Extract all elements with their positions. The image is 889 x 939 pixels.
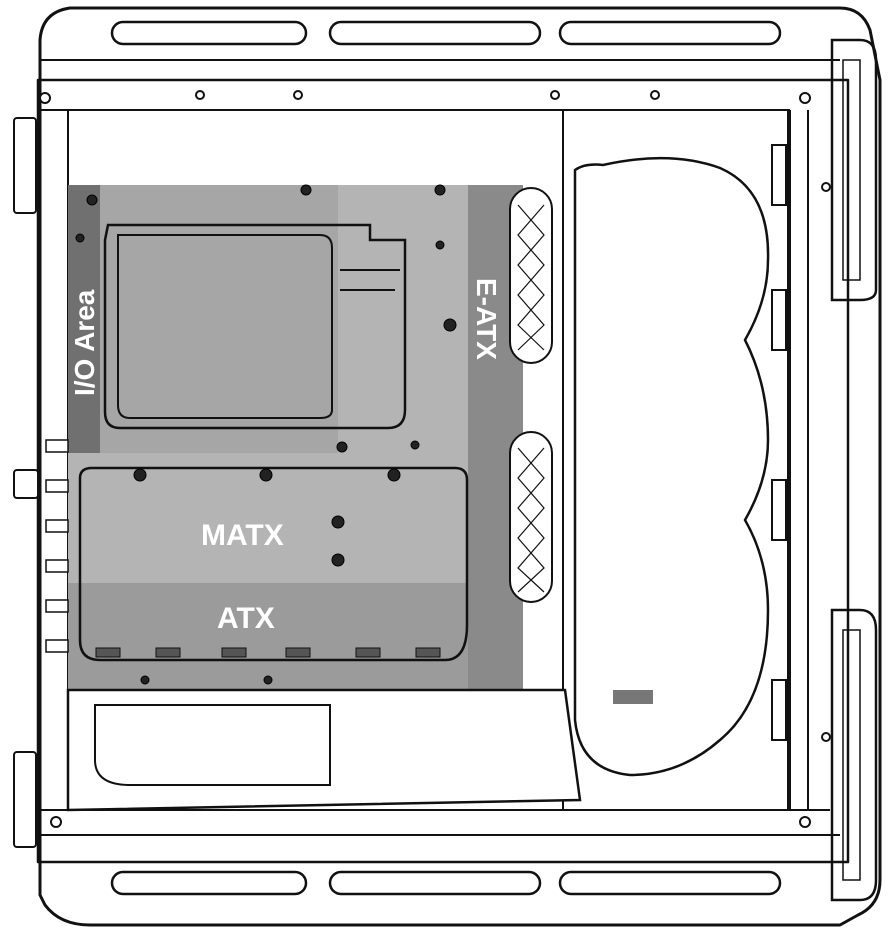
tray-slots bbox=[95, 647, 441, 658]
bottom-vent-slots bbox=[110, 870, 782, 896]
front-panel bbox=[830, 38, 878, 902]
fan-grille bbox=[613, 690, 653, 704]
label-atx: ATX bbox=[217, 602, 275, 635]
standoffs bbox=[75, 184, 457, 685]
zone-io-area bbox=[68, 185, 100, 453]
vent-mesh bbox=[517, 204, 545, 593]
label-eatx: E-ATX bbox=[471, 278, 502, 360]
tray-cutout bbox=[78, 466, 469, 662]
cpu-cutout bbox=[103, 223, 407, 430]
rear-tabs bbox=[13, 117, 39, 848]
fan-bracket bbox=[771, 110, 809, 810]
fan-mount bbox=[573, 156, 770, 777]
top-vent-slots bbox=[110, 20, 782, 46]
expansion-slot-tabs bbox=[45, 439, 69, 653]
chassis-outline bbox=[36, 6, 882, 927]
label-matx: MATX bbox=[201, 519, 284, 552]
label-io-area: I/O Area bbox=[69, 289, 100, 396]
psu-shroud bbox=[66, 688, 582, 812]
zone-upper-matx bbox=[68, 185, 338, 453]
corner-screws bbox=[39, 90, 831, 828]
